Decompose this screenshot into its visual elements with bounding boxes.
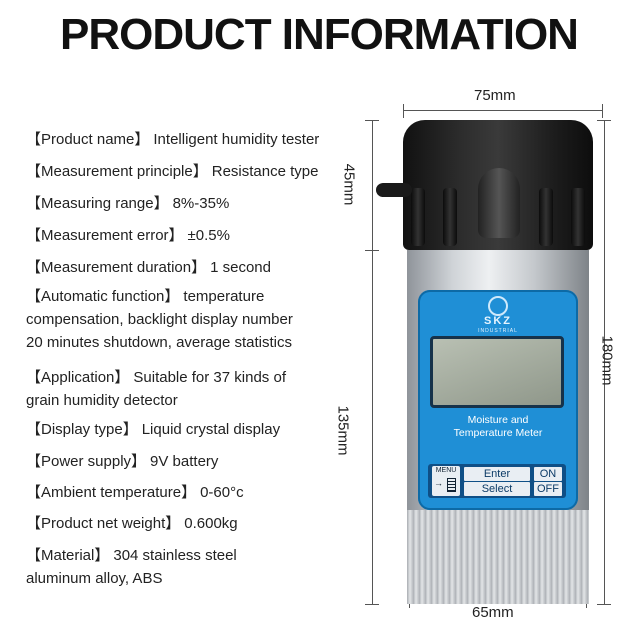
cap-rib — [571, 188, 585, 246]
dim-tick — [365, 250, 379, 251]
list-icon — [447, 478, 456, 492]
dim-total-height-label: 180mm — [598, 335, 616, 386]
page-title: PRODUCT INFORMATION — [60, 10, 579, 59]
spec-application: 【Application】Suitable for 37 kinds of gr… — [26, 366, 286, 412]
spec-value-line: aluminum alloy, ABS — [26, 570, 163, 587]
spec-display-type: 【Display type】Liquid crystal display — [26, 418, 280, 441]
panel-title-line-1: Moisture and — [467, 414, 529, 426]
spec-product-weight: 【Product net weight】0.600kg — [26, 512, 238, 535]
cap-rib — [539, 188, 553, 246]
spec-label: 【Ambient temperature】 — [26, 484, 197, 501]
dim-tick — [365, 120, 379, 121]
dim-tick — [602, 104, 603, 118]
dim-tick — [597, 604, 611, 605]
enter-button[interactable]: Enter — [464, 467, 530, 481]
spec-value: 304 stainless steel — [113, 547, 237, 564]
dim-tick — [403, 104, 404, 118]
brand-name: SKZ — [484, 315, 512, 327]
spec-value: 1 second — [210, 259, 271, 276]
spec-measurement-error: 【Measurement error】±0.5% — [26, 224, 230, 247]
dim-cap-height-label: 45mm — [340, 163, 358, 206]
dim-right-line — [604, 120, 605, 605]
dim-tick — [365, 604, 379, 605]
spec-value: Resistance type — [211, 163, 319, 180]
spec-label: 【Measurement duration】 — [26, 259, 207, 276]
brand-subtitle: INDUSTRIAL — [478, 328, 518, 334]
spec-ambient-temperature: 【Ambient temperature】0-60°c — [26, 481, 244, 504]
spec-material: 【Material】304 stainless steel aluminum a… — [26, 544, 237, 590]
spec-value: 8%-35% — [172, 195, 230, 212]
spec-label: 【Product net weight】 — [26, 515, 181, 532]
spec-label: 【Measuring range】 — [26, 195, 169, 212]
dim-top-width-label: 75mm — [474, 87, 516, 104]
spec-product-name: 【Product name】Intelligent humidity teste… — [26, 128, 319, 151]
dim-top-width-line — [403, 110, 603, 111]
dim-tick — [597, 120, 611, 121]
on-button[interactable]: ON — [534, 467, 562, 481]
spec-label: 【Measurement principle】 — [26, 163, 208, 180]
cap-rib — [443, 188, 457, 246]
spec-value: Intelligent humidity tester — [153, 131, 320, 148]
cap-strap — [376, 183, 412, 197]
spec-measurement-principle: 【Measurement principle】Resistance type — [26, 160, 318, 183]
spec-value-line: grain humidity detector — [26, 392, 178, 409]
spec-label: 【Product name】 — [26, 131, 150, 148]
dim-body-height-label: 135mm — [334, 405, 352, 456]
panel-title-line-2: Temperature Meter — [453, 427, 543, 439]
spec-value: 0.600kg — [184, 515, 238, 532]
cap-dome — [478, 168, 520, 238]
spec-value: 0-60°c — [200, 484, 244, 501]
spec-value: temperature — [183, 288, 265, 305]
arrow-right-icon: → — [434, 478, 443, 488]
spec-label: 【Power supply】 — [26, 453, 147, 470]
device-grip — [407, 510, 589, 604]
select-button[interactable]: Select — [464, 482, 530, 496]
lcd-screen — [430, 336, 564, 408]
spec-value-line: compensation, backlight display number — [26, 311, 293, 328]
brand-logo-icon — [488, 296, 508, 316]
spec-value: Suitable for 37 kinds of — [133, 369, 286, 386]
spec-power-supply: 【Power supply】9V battery — [26, 450, 218, 473]
spec-label: 【Application】 — [26, 369, 130, 386]
spec-measuring-range: 【Measuring range】8%-35% — [26, 192, 229, 215]
spec-value: ±0.5% — [187, 227, 230, 244]
panel-title: Moisture and Temperature Meter — [418, 414, 578, 440]
spec-automatic-function: 【Automatic function】temperature compensa… — [26, 285, 293, 354]
dim-bottom-width-label: 65mm — [472, 604, 514, 621]
spec-measurement-duration: 【Measurement duration】1 second — [26, 256, 271, 279]
spec-value-line: 20 minutes shutdown, average statistics — [26, 334, 292, 351]
cap-rib — [411, 188, 425, 246]
spec-value: 9V battery — [150, 453, 219, 470]
spec-label: 【Display type】 — [26, 421, 138, 438]
spec-value: Liquid crystal display — [141, 421, 281, 438]
dim-left-line — [372, 120, 373, 605]
spec-label: 【Material】 — [26, 547, 110, 564]
off-button[interactable]: OFF — [534, 482, 562, 496]
menu-label: MENU — [435, 467, 457, 474]
spec-label: 【Automatic function】 — [26, 288, 180, 305]
spec-label: 【Measurement error】 — [26, 227, 184, 244]
